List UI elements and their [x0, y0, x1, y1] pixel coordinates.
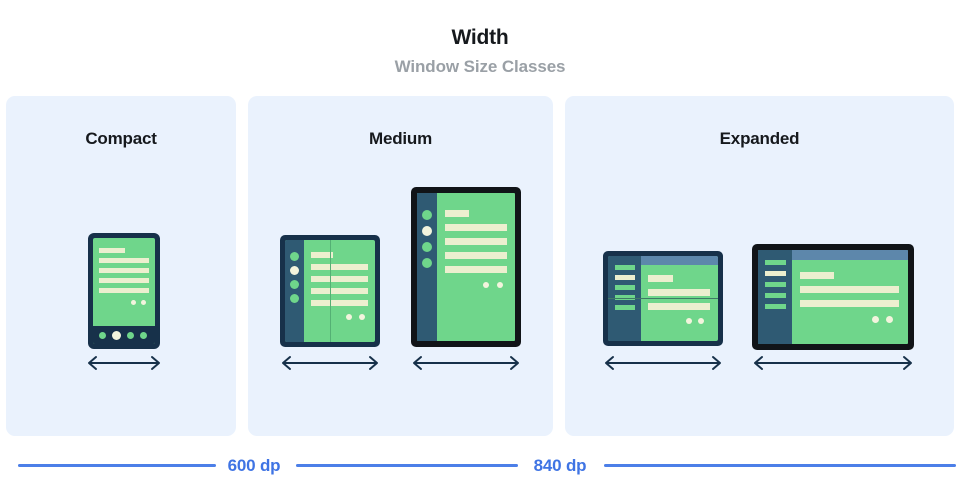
fab-dot [131, 300, 136, 305]
breakpoint-scale: 600 dp 840 dp [0, 452, 960, 480]
page-subtitle: Window Size Classes [394, 57, 566, 76]
content-bar [800, 286, 899, 293]
width-arrow-compact [88, 356, 160, 370]
device-expanded-tablet [752, 244, 914, 350]
rail-bar [765, 304, 786, 309]
device-compact-phone [88, 233, 160, 349]
rail-dot [290, 252, 299, 261]
content-bar [648, 289, 710, 296]
width-arrow-expanded-tablet [754, 356, 912, 370]
fab-dot [483, 282, 489, 288]
phone-bottom-nav [93, 326, 155, 344]
diagram-header: Width Window Size Classes [0, 0, 960, 78]
breakpoint-label-600: 600 dp [227, 456, 281, 475]
fab-dot [872, 316, 879, 323]
width-arrow-expanded-foldable [605, 356, 721, 370]
breakpoint-line-middle [296, 464, 518, 467]
page-title: Width [451, 26, 509, 49]
content-bar [99, 278, 149, 283]
rail-dot [422, 258, 432, 268]
fab-dot [359, 314, 365, 320]
rail-bar [615, 265, 635, 270]
content-bar [445, 238, 507, 245]
panel-label-medium: Medium [368, 129, 433, 148]
nav-dot [140, 332, 147, 339]
width-arrow-medium-tablet [413, 356, 519, 370]
content-bar [800, 300, 899, 307]
rail-dot [290, 294, 299, 303]
fold-crease [330, 240, 331, 342]
content-bar [99, 258, 149, 263]
phone-screen [93, 238, 155, 344]
navigation-rail [417, 193, 437, 341]
foldable-screen [608, 256, 718, 341]
tablet-screen [417, 193, 515, 341]
fold-crease [608, 298, 718, 299]
navigation-rail [285, 240, 304, 342]
rail-dot [290, 280, 299, 289]
content-bar [648, 275, 673, 282]
rail-bar [765, 293, 786, 298]
breakpoint-line-left [18, 464, 216, 467]
navigation-rail [758, 250, 792, 344]
content-bar [311, 288, 368, 294]
panel-medium: Medium [248, 96, 553, 436]
nav-dot [99, 332, 106, 339]
fab-dot [686, 318, 692, 324]
content-bar [445, 210, 469, 217]
fab-dot [346, 314, 352, 320]
content-bar [800, 272, 834, 279]
content-bar [445, 252, 507, 259]
app-top-bar [792, 250, 908, 260]
content-bar [311, 264, 368, 270]
content-bar [99, 248, 125, 253]
content-bar [311, 300, 368, 306]
rail-bar [765, 282, 786, 287]
content-bar [445, 224, 507, 231]
rail-dot [422, 242, 432, 252]
rail-dot-active [422, 226, 432, 236]
content-bar [311, 252, 333, 258]
rail-bar-active [615, 275, 635, 280]
content-bar [445, 266, 507, 273]
size-class-panels: Compact [0, 96, 960, 436]
tablet-screen [758, 250, 908, 344]
content-bar [648, 303, 710, 310]
fab-dot [497, 282, 503, 288]
device-medium-foldable [280, 235, 380, 347]
panel-expanded: Expanded [565, 96, 954, 436]
width-arrow-medium-foldable [282, 356, 378, 370]
rail-dot [422, 210, 432, 220]
rail-dot-active [290, 266, 299, 275]
nav-dot-active [112, 331, 121, 340]
nav-dot [127, 332, 134, 339]
breakpoint-line-right [604, 464, 956, 467]
foldable-screen [285, 240, 375, 342]
device-medium-tablet [411, 187, 521, 347]
fab-dot [141, 300, 146, 305]
fab-dot [886, 316, 893, 323]
panel-compact: Compact [6, 96, 236, 436]
panel-label-expanded: Expanded [719, 129, 800, 148]
app-top-bar [641, 256, 718, 265]
device-expanded-foldable [603, 251, 723, 346]
content-bar [311, 276, 368, 282]
content-bar [99, 268, 149, 273]
rail-bar [615, 295, 635, 300]
rail-bar-active [765, 271, 786, 276]
rail-bar [765, 260, 786, 265]
panel-label-compact: Compact [85, 129, 157, 148]
fab-dot [698, 318, 704, 324]
content-bar [99, 288, 149, 293]
rail-bar [615, 285, 635, 290]
breakpoint-label-840: 840 dp [533, 456, 587, 475]
rail-bar [615, 305, 635, 310]
